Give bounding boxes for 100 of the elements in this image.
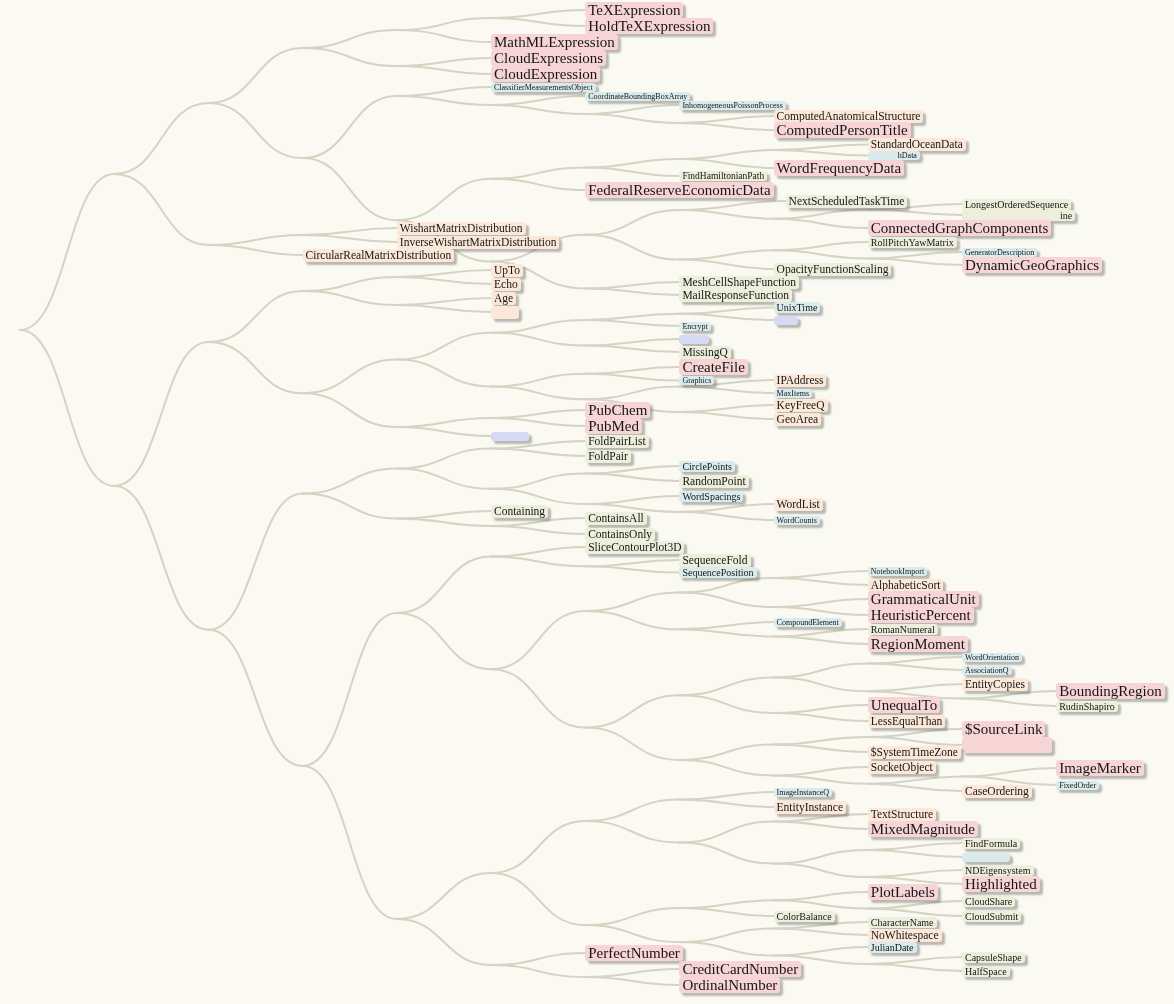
- term-label: OpacityFunctionScaling: [773, 262, 892, 276]
- tree-branch: [772, 676, 869, 693]
- tree-branch: [490, 417, 587, 427]
- term-label: hData: [867, 151, 920, 160]
- term-label: JulianDate: [867, 941, 917, 953]
- term-label: EntityInstance: [773, 800, 847, 814]
- term-label: LongestOrderedSequence: [962, 198, 1072, 210]
- tree-branch: [584, 372, 681, 382]
- tree-branch: [772, 820, 869, 830]
- tree-branch: [772, 606, 869, 616]
- tree-branch: [490, 177, 587, 191]
- term-label: CloudExpressions: [491, 50, 607, 66]
- tree-branch: [584, 338, 681, 347]
- term-label: FoldPair: [585, 449, 631, 463]
- tree-branch: [490, 555, 587, 568]
- tree-branch: [866, 203, 963, 211]
- tree-branch: [490, 440, 587, 450]
- tree-branch: [490, 447, 587, 457]
- term-label: ConnectedGraphComponents: [867, 220, 1052, 236]
- tree-branch: [678, 258, 775, 270]
- tree-branch: [772, 954, 869, 965]
- term-label: HeuristicPercent: [867, 607, 974, 623]
- tree-branch: [772, 736, 869, 746]
- term-label: SequencePosition: [679, 567, 757, 578]
- tree-branch: [584, 694, 681, 729]
- term-label: CirclePoints: [679, 460, 735, 472]
- term-label: TextStructure: [867, 807, 937, 821]
- tree-branch: [678, 694, 775, 714]
- tree-branch: [490, 668, 587, 729]
- term-label: CaseOrdering: [962, 784, 1032, 798]
- tree-branch: [584, 318, 681, 327]
- term-label: RomanNumeral: [867, 623, 938, 635]
- term-label: EntityCopies: [962, 677, 1029, 691]
- tree-branch: [584, 820, 681, 844]
- tree-branch: [395, 611, 492, 671]
- tree-branch: [678, 591, 775, 608]
- term-label: ContainsOnly: [585, 527, 656, 541]
- term-label: AlphabeticSort: [867, 578, 944, 592]
- tree-branch: [301, 765, 398, 920]
- tree-branch: [678, 907, 775, 917]
- term-label: ColorBalance: [773, 910, 835, 922]
- tree-branch: [772, 813, 869, 823]
- tree-branch: [113, 485, 210, 631]
- term-label: ComputedPersonTitle: [773, 122, 911, 138]
- tree-branch: [301, 492, 398, 520]
- term-label: RudinShapiro: [1056, 700, 1118, 712]
- tree-branch: [678, 122, 775, 131]
- tree-branch: [395, 426, 492, 437]
- tree-branch: [490, 260, 587, 290]
- term-label: Encrypt: [679, 321, 711, 331]
- term-label: CloudShare: [962, 895, 1016, 907]
- tree-branch: [772, 249, 869, 260]
- term-label: FindFormula: [962, 837, 1021, 849]
- term-label: NotebookImport: [867, 566, 928, 576]
- tree-branch: [678, 208, 775, 220]
- tree-branch: [584, 976, 681, 986]
- term-label: AssociationQ: [962, 665, 1012, 675]
- term-label: ClassifierMeasurementsObject: [491, 82, 596, 92]
- term-label: Age: [491, 291, 517, 305]
- term-label: LessEqualThan: [867, 714, 946, 728]
- term-label: SliceContourPlot3D: [585, 540, 685, 554]
- term-label: WordOrientation: [962, 652, 1022, 662]
- tree-branch: [301, 47, 398, 67]
- blank-label: [773, 315, 798, 325]
- tree-branch: [678, 791, 775, 801]
- tree-branch: [490, 17, 587, 27]
- blank-label: [491, 431, 529, 441]
- tree-branch: [678, 841, 775, 865]
- term-label: KeyFreeQ: [773, 398, 828, 412]
- term-label: CloudSubmit: [962, 910, 1022, 922]
- tree-branch: [113, 173, 210, 246]
- term-label: HoldTeXExpression: [585, 18, 714, 34]
- term-label: CapsuleShape: [962, 951, 1025, 963]
- tree-branch: [490, 104, 587, 115]
- term-label: InhomogeneousPoissonProcess: [679, 100, 786, 110]
- tree-branch: [584, 565, 681, 574]
- tree-branch: [772, 927, 869, 936]
- blank-label: [962, 737, 1052, 753]
- term-label: DynamicGeoGraphics: [962, 257, 1103, 273]
- term-label: GeneratorDescription: [962, 247, 1038, 257]
- tree-branch: [395, 510, 492, 520]
- tree-branch: [490, 385, 587, 401]
- term-label: Highlighted: [962, 876, 1040, 892]
- term-label: RegionMoment: [867, 636, 968, 652]
- tree-branch: [772, 628, 869, 638]
- tree-branch: [19, 329, 116, 487]
- tree-branch: [678, 941, 775, 957]
- term-label: WordList: [773, 497, 823, 511]
- tree-branch: [207, 244, 304, 256]
- term-label: MeshCellShapeFunction: [679, 275, 800, 289]
- tree-branch: [490, 487, 587, 505]
- tree-branch: [772, 635, 869, 645]
- term-label: MixedMagnitude: [867, 821, 978, 837]
- tree-branch: [678, 312, 775, 321]
- term-label: CoordinateBoundingBoxArray: [585, 91, 691, 101]
- term-label: SocketObject: [867, 760, 936, 774]
- tree-branch: [772, 849, 869, 865]
- term-label: $SourceLink: [962, 721, 1046, 737]
- term-label: SequenceFold: [679, 553, 751, 567]
- tree-branch: [961, 690, 1058, 700]
